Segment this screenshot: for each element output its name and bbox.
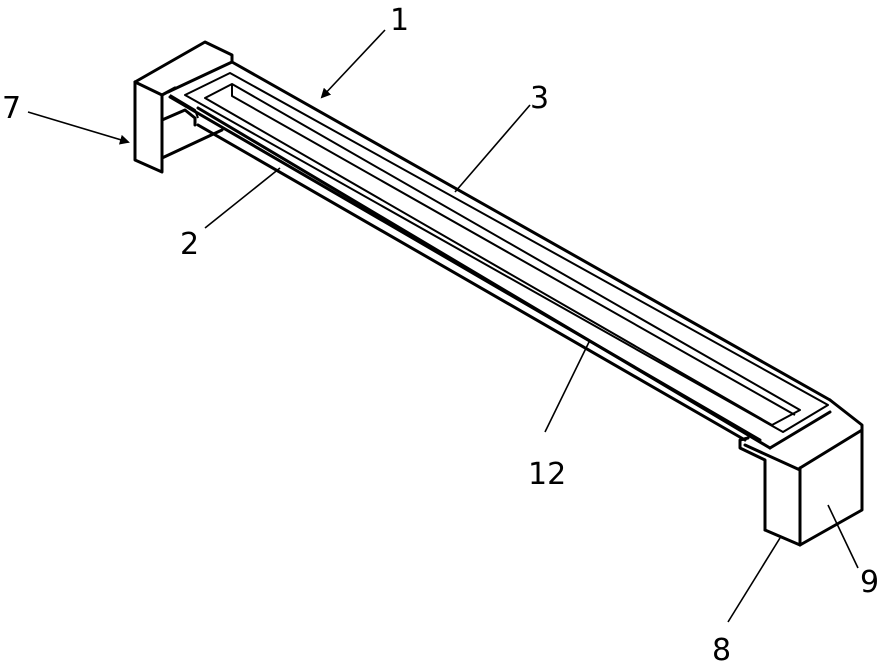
- right-end-block: [738, 398, 864, 547]
- leader-1: [320, 29, 386, 99]
- label-7: 7: [2, 91, 21, 126]
- leader-9: [827, 504, 859, 569]
- leader-12: [544, 339, 591, 433]
- left-end-block: [133, 40, 234, 174]
- label-2: 2: [180, 227, 199, 262]
- leader-8: [727, 537, 781, 623]
- main-bar: [166, 60, 832, 450]
- label-9: 9: [860, 565, 879, 600]
- leader-lines: [27, 29, 859, 623]
- label-3: 3: [530, 81, 549, 116]
- label-12: 12: [528, 457, 566, 492]
- label-8: 8: [712, 633, 731, 666]
- leader-3: [454, 104, 531, 193]
- leader-2: [204, 167, 281, 229]
- leader-7: [27, 111, 130, 145]
- label-1: 1: [390, 3, 409, 38]
- reference-labels: 1 3 7 2 12 9 8: [2, 3, 879, 666]
- inner-recess: [184, 72, 829, 433]
